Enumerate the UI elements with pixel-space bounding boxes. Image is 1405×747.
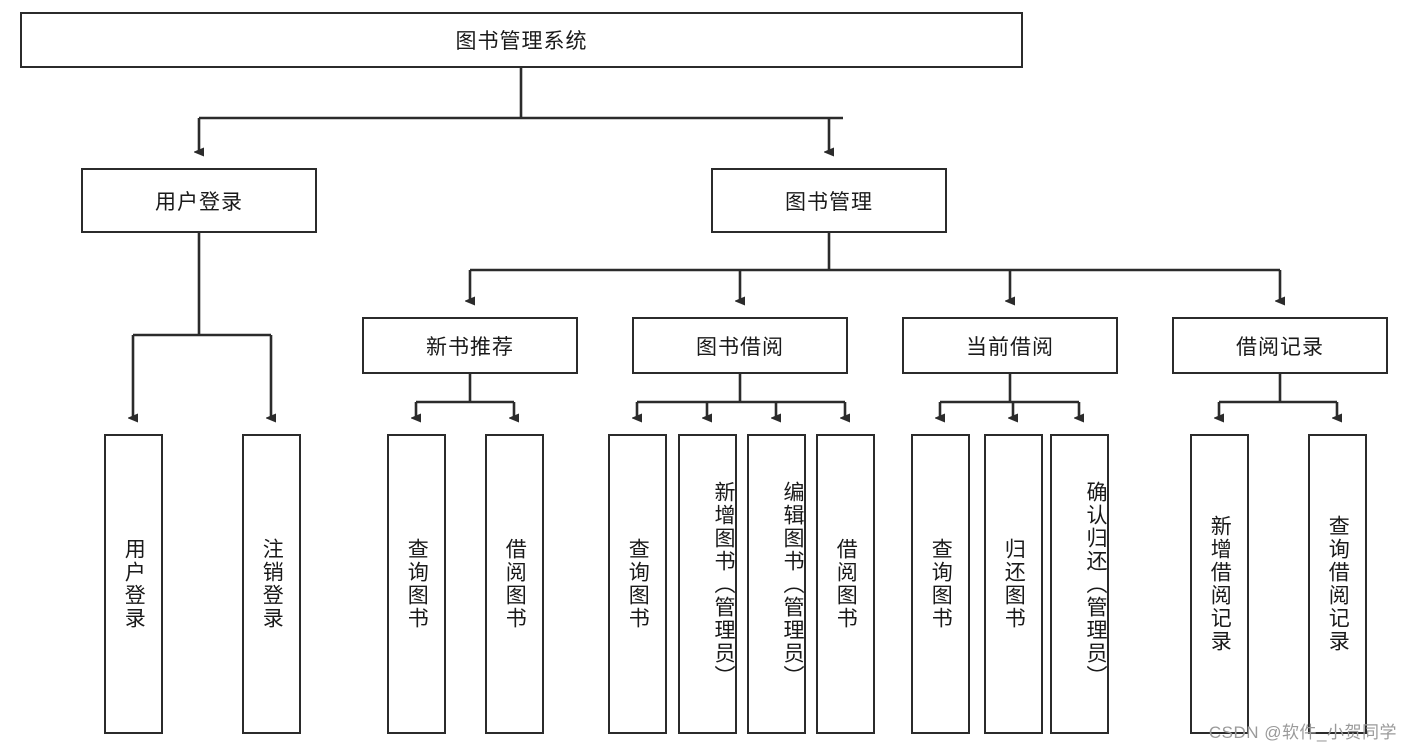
node-label: 查询图书 — [929, 538, 953, 630]
node-label: 借阅图书 — [503, 538, 527, 630]
node-user-login[interactable]: 用户登录 — [81, 168, 317, 233]
node-label: 借阅图书 — [834, 538, 858, 630]
node-label: 新增借阅记录 — [1208, 515, 1232, 653]
node-label: 图书借阅 — [696, 335, 784, 359]
node-leaf-add-book-admin[interactable]: 新增图书（管理员） — [678, 434, 737, 734]
node-label: 归还图书 — [1002, 538, 1026, 630]
node-label: 当前借阅 — [966, 335, 1054, 359]
node-label: 用户登录 — [155, 190, 243, 214]
node-label: 查询图书 — [405, 538, 429, 630]
node-leaf-query-book-1[interactable]: 查询图书 — [387, 434, 446, 734]
node-label: 查询图书 — [626, 538, 650, 630]
node-leaf-add-borrow-record[interactable]: 新增借阅记录 — [1190, 434, 1249, 734]
node-label: 新增图书（管理员） — [712, 480, 735, 688]
node-leaf-borrow-book-2[interactable]: 借阅图书 — [816, 434, 875, 734]
node-leaf-query-borrow-record[interactable]: 查询借阅记录 — [1308, 434, 1367, 734]
node-leaf-edit-book-admin[interactable]: 编辑图书（管理员） — [747, 434, 806, 734]
node-borrow-record[interactable]: 借阅记录 — [1172, 317, 1388, 374]
node-label: 查询借阅记录 — [1326, 515, 1350, 653]
node-leaf-query-book-3[interactable]: 查询图书 — [911, 434, 970, 734]
node-label: 用户登录 — [122, 538, 146, 630]
node-label: 注销登录 — [260, 538, 284, 630]
node-book-management[interactable]: 图书管理 — [711, 168, 947, 233]
node-leaf-borrow-book-1[interactable]: 借阅图书 — [485, 434, 544, 734]
node-leaf-query-book-2[interactable]: 查询图书 — [608, 434, 667, 734]
node-leaf-return-book[interactable]: 归还图书 — [984, 434, 1043, 734]
node-label: 借阅记录 — [1236, 335, 1324, 359]
node-current-borrow[interactable]: 当前借阅 — [902, 317, 1118, 374]
node-label: 编辑图书（管理员） — [781, 480, 804, 688]
node-label: 新书推荐 — [426, 335, 514, 359]
node-leaf-user-login[interactable]: 用户登录 — [104, 434, 163, 734]
node-new-book-recommend[interactable]: 新书推荐 — [362, 317, 578, 374]
node-label: 图书管理系统 — [455, 30, 588, 53]
edges-root — [133, 68, 1337, 418]
node-book-management-system[interactable]: 图书管理系统 — [20, 12, 1023, 68]
node-leaf-logout-login[interactable]: 注销登录 — [242, 434, 301, 734]
node-label: 确认归还（管理员） — [1084, 480, 1107, 688]
node-leaf-confirm-return-admin[interactable]: 确认归还（管理员） — [1050, 434, 1109, 734]
node-book-borrow[interactable]: 图书借阅 — [632, 317, 848, 374]
node-label: 图书管理 — [785, 190, 873, 214]
